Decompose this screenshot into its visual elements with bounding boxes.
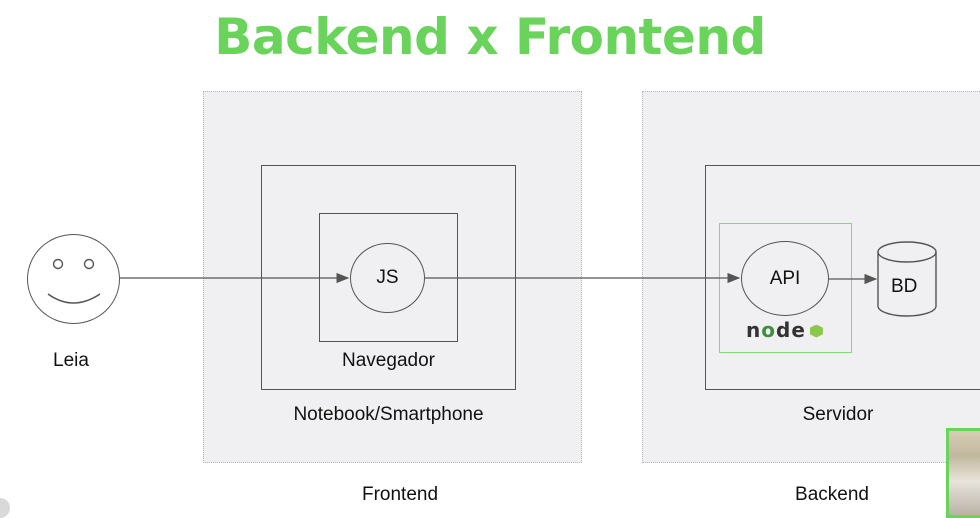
server-label: Servidor <box>802 404 874 425</box>
js-label: JS <box>376 267 399 288</box>
nodejs-api-container <box>719 223 852 353</box>
backend-zone-label: Backend <box>795 484 869 505</box>
user-label: Leia <box>53 350 89 371</box>
corner-dot <box>0 498 10 518</box>
api-label: API <box>769 267 801 289</box>
smiley-face-icon <box>27 234 120 324</box>
browser-label: Navegador <box>342 350 435 371</box>
frontend-zone-label: Frontend <box>361 484 439 505</box>
js-script-node: JS <box>350 243 425 313</box>
database-icon <box>877 241 937 317</box>
smiley-features <box>47 258 101 304</box>
api-node: API <box>741 241 829 316</box>
device-label: Notebook/Smartphone <box>293 404 484 425</box>
diagram-title: Backend x Frontend <box>214 8 766 66</box>
webcam-overlay-thumbnail <box>946 428 980 518</box>
db-label: BD <box>891 276 918 297</box>
backend-zone <box>642 91 980 463</box>
